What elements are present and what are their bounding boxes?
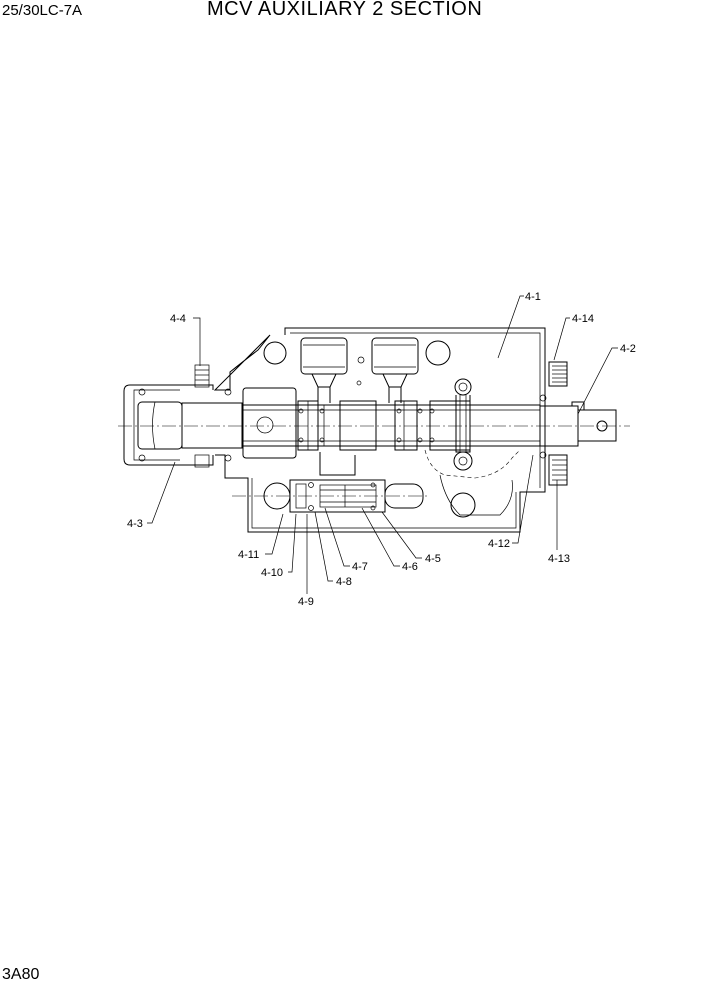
left-port-hole <box>256 416 274 434</box>
valve-body-outline <box>213 327 546 533</box>
right-plug-lower <box>548 454 568 486</box>
upper-port-1 <box>300 337 348 403</box>
leader-lines <box>147 295 618 594</box>
right-passage <box>424 378 521 518</box>
upper-bolt-hole-right <box>425 340 451 366</box>
end-cap-left <box>123 364 232 468</box>
right-plug-upper <box>548 361 568 387</box>
model-code: 25/30LC-7A <box>2 2 83 19</box>
callout-4-8: 4-8 <box>336 576 352 588</box>
callout-4-11: 4-11 <box>238 549 259 561</box>
main-spool <box>181 400 541 451</box>
small-hole-2 <box>356 380 362 386</box>
callout-4-10: 4-10 <box>261 567 283 579</box>
callout-4-6: 4-6 <box>402 561 418 573</box>
upper-port-2 <box>371 337 419 403</box>
callout-4-3: 4-3 <box>127 518 143 530</box>
valve-body-rim <box>251 332 541 529</box>
callout-4-5: 4-5 <box>425 553 441 565</box>
lower-cartridge <box>263 452 424 513</box>
spool-groove-marks <box>298 408 435 443</box>
callout-4-12: 4-12 <box>488 538 510 550</box>
callout-4-7: 4-7 <box>352 561 368 573</box>
callout-4-2: 4-2 <box>620 343 636 355</box>
page-code: 3A80 <box>2 966 40 983</box>
page-title: MCV AUXILIARY 2 SECTION <box>207 0 483 20</box>
callout-4-9: 4-9 <box>298 596 314 608</box>
spool-clevis <box>540 401 617 447</box>
callout-4-14: 4-14 <box>572 313 594 325</box>
callout-4-1: 4-1 <box>525 291 541 303</box>
small-hole-1 <box>357 356 365 364</box>
o-ring-right-upper <box>539 394 547 402</box>
callout-4-4: 4-4 <box>170 313 186 325</box>
o-ring-right-lower <box>539 451 547 459</box>
upper-bolt-hole-left <box>263 341 287 365</box>
callout-4-13: 4-13 <box>548 553 570 565</box>
left-cavity <box>242 387 297 459</box>
